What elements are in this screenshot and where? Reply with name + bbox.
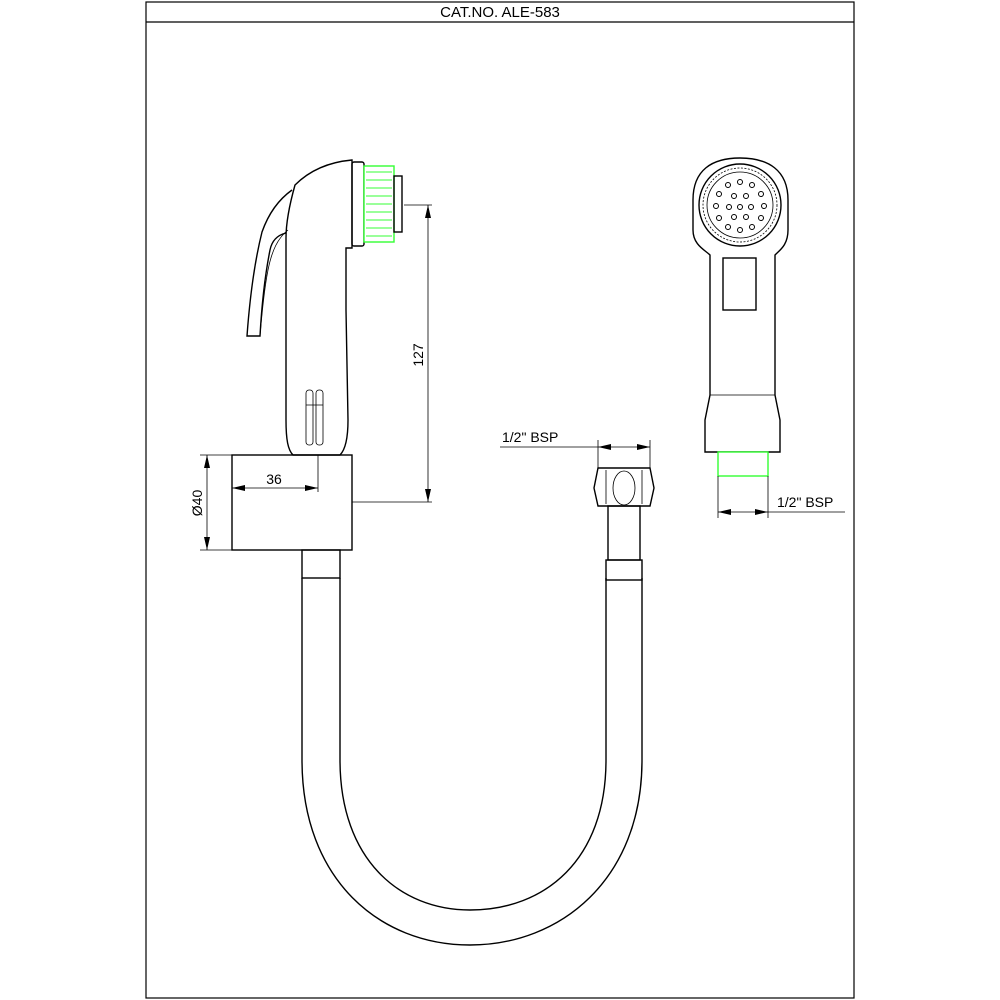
slider-slot-right [315, 389, 324, 446]
hose-outer [301, 578, 643, 946]
hose-nut-face [612, 470, 636, 506]
dimension-hose-thread: 1/2" BSP [500, 429, 651, 468]
head-thread-arrow-left [718, 509, 731, 515]
spray-head-side-view [246, 159, 403, 456]
head-thread-label: 1/2" BSP [777, 494, 833, 510]
front-button [722, 257, 757, 311]
diameter-label: Ø40 [189, 490, 205, 517]
hose-ferrule [605, 559, 643, 581]
width-label: 36 [266, 471, 282, 487]
head-collar [351, 161, 365, 247]
width-arrow-left [232, 485, 245, 491]
face-ring-serration [702, 167, 778, 243]
hose-thread-arrow-right [637, 444, 650, 450]
diameter-arrow-bottom [204, 537, 210, 550]
slider-slot-left [305, 389, 314, 446]
diameter-arrow-top [204, 455, 210, 468]
title-block: CAT.NO. ALE-583 [145, 1, 855, 999]
dimension-height: 127 [352, 204, 432, 503]
hose-thread-label: 1/2" BSP [502, 429, 558, 445]
wall-holder [231, 454, 353, 579]
holder-block [231, 454, 353, 551]
trigger-lever [246, 189, 293, 337]
spray-head-body [285, 159, 353, 456]
hose-nut [593, 467, 655, 507]
dimension-head-thread: 1/2" BSP [717, 476, 845, 518]
height-arrow-bottom [425, 489, 431, 502]
height-arrow-top [425, 205, 431, 218]
face-ring-inner [706, 171, 774, 239]
nozzle-thread-ridges [366, 171, 392, 237]
holder-outlet [301, 549, 341, 579]
spray-holes [713, 179, 767, 233]
face-ring-outer [698, 163, 782, 247]
sheet-border [145, 1, 855, 999]
nozzle-tip [393, 175, 403, 233]
hose-inner [339, 578, 607, 911]
width-arrow-right [305, 485, 318, 491]
dimension-diameter: Ø40 [189, 454, 232, 551]
hose [301, 467, 655, 946]
hose-thread-arrow-left [598, 444, 611, 450]
hose-sleeve [607, 505, 641, 561]
catalog-number: CAT.NO. ALE-583 [440, 4, 560, 21]
spray-head-front-view [692, 157, 789, 477]
trigger-inner-line [259, 229, 289, 337]
dimension-width: 36 [232, 455, 319, 492]
front-body [692, 157, 789, 453]
head-thread-arrow-right [755, 509, 768, 515]
front-thread [717, 451, 769, 477]
height-label: 127 [410, 343, 426, 367]
